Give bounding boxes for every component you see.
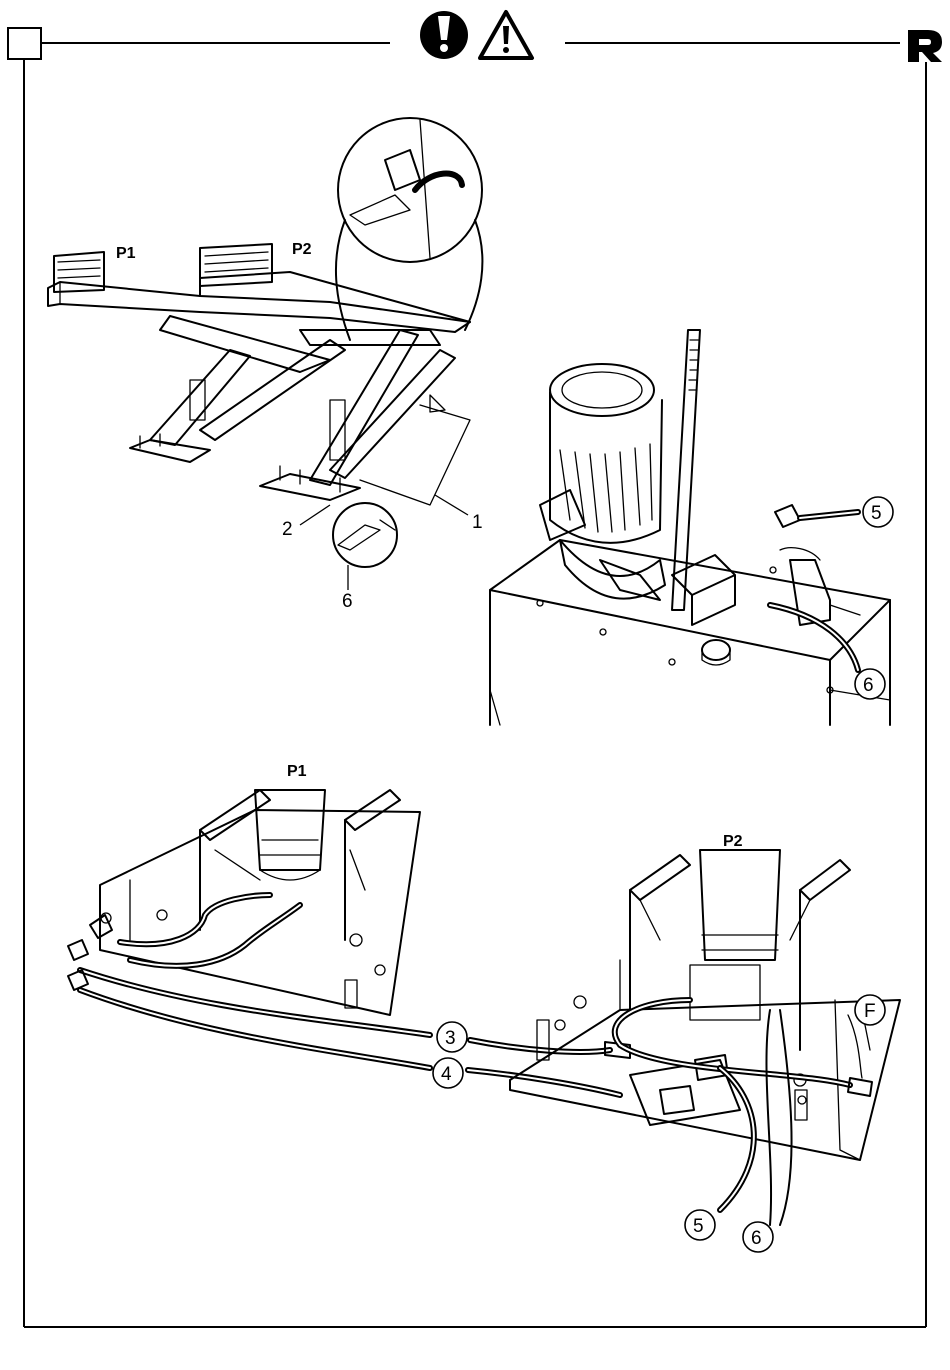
- callout-5-text: 5: [871, 503, 882, 524]
- callout-3-text: 3: [445, 1028, 456, 1049]
- warning-triangle-icon: [480, 12, 532, 58]
- callout-6-bottom-circle: 6: [743, 1222, 773, 1252]
- exclamation-icon: [420, 11, 468, 59]
- page-frame: [8, 28, 926, 1327]
- label-p1-bottom: P1: [287, 763, 307, 780]
- callout-3-circle: 3: [437, 1022, 467, 1052]
- callout-2: 2: [282, 519, 293, 540]
- label-p2-top: P2: [292, 241, 312, 258]
- callout-5-bottom-text: 5: [693, 1216, 704, 1237]
- r-logo-icon: [908, 30, 942, 62]
- callout-5-bottom-circle: 5: [685, 1210, 715, 1240]
- power-unit-illustration: [490, 330, 890, 725]
- callout-1: 1: [472, 512, 483, 533]
- callout-5-circle: 5: [863, 497, 893, 527]
- callout-4-circle: 4: [433, 1058, 463, 1088]
- hose-routing-illustration: [68, 790, 900, 1225]
- callout-6-circle-text: 6: [863, 675, 874, 696]
- label-p1-top: P1: [116, 245, 136, 262]
- scissor-lift-illustration: [48, 118, 482, 590]
- label-p2-bottom: P2: [723, 833, 743, 850]
- callout-6-bottom-text: 6: [751, 1228, 762, 1249]
- callout-6-top: 6: [342, 591, 353, 612]
- callout-4-text: 4: [441, 1064, 452, 1085]
- callout-6-circle: 6: [855, 669, 885, 699]
- callout-f-text: F: [864, 1001, 876, 1022]
- callout-f-circle: F: [855, 995, 885, 1025]
